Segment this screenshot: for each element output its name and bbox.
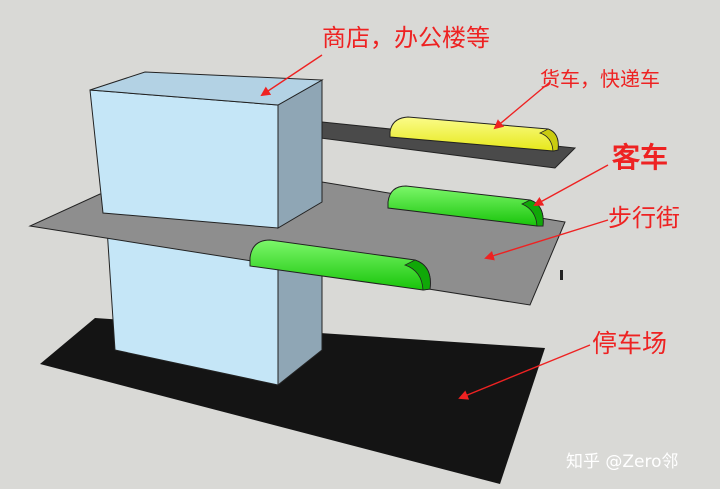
freight-vehicle	[389, 116, 559, 152]
scale-figure	[560, 270, 563, 280]
passenger-vehicle-lower	[249, 239, 431, 291]
label-passenger: 客车	[612, 141, 668, 174]
arrow-pedestrian	[484, 219, 609, 261]
label-freight: 货车，快递车	[540, 67, 660, 91]
building-upper	[89, 71, 324, 229]
label-shops: 商店，办公楼等	[322, 24, 490, 52]
label-parking: 停车场	[592, 329, 667, 358]
watermark: 知乎 @Zero邻	[566, 452, 679, 472]
arrow-shops	[260, 54, 323, 97]
passenger-vehicle-upper	[387, 185, 544, 227]
label-pedestrian: 步行街	[608, 204, 680, 232]
arrow-passenger	[533, 164, 609, 206]
arrow-parking	[458, 344, 591, 400]
arrow-freight	[493, 81, 551, 130]
